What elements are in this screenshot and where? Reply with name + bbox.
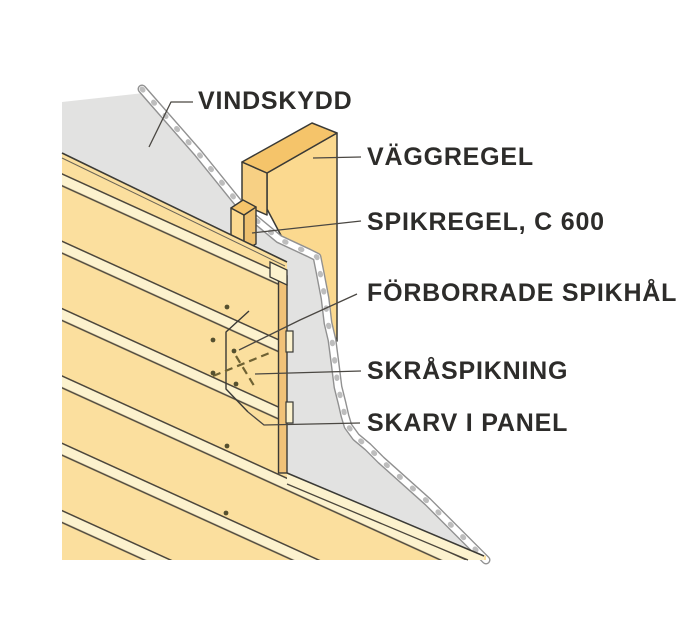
panel-joint-line [225, 310, 250, 413]
nail-hole-dot [233, 381, 239, 387]
nail-holes [210, 304, 239, 516]
panel-end-top-cap [269, 260, 288, 287]
nail-hole-dot [224, 304, 230, 310]
labels: VINDSKYDD VÄGGREGEL SPIKREGEL, C 600 FÖR… [198, 87, 677, 437]
skew-nail-line-2 [235, 355, 257, 390]
label-skarv-i-panel: SKARV I PANEL [367, 409, 568, 437]
panel-end-notch-1 [285, 330, 294, 353]
panel-top-edge [61, 152, 288, 263]
panel-top-edge-inner [61, 157, 286, 267]
leader-vaggregel [312, 156, 362, 159]
skew-nailing-marks [212, 350, 273, 390]
siding-panel [61, 152, 486, 561]
label-skraspikning: SKRÅSPIKNING [367, 356, 568, 385]
nail-hole-dot [224, 443, 230, 449]
skew-nail-line-1 [212, 350, 273, 378]
nail-hole-dot [223, 510, 229, 516]
siding-panel-boards [62, 153, 486, 560]
sheet-edge-band [137, 84, 491, 565]
leader-skarv [247, 411, 361, 426]
leader-spikregel [251, 220, 362, 234]
leader-vindskydd [148, 101, 193, 148]
wall-stud-top-face [241, 122, 338, 174]
panel-end-column [277, 275, 288, 474]
nail-hole-dot [231, 348, 237, 354]
label-vindskydd: VINDSKYDD [198, 87, 352, 115]
label-vaggregel: VÄGGREGEL [367, 143, 534, 171]
panel-end-notch-2 [285, 401, 294, 424]
bottom-board-bevel [287, 473, 484, 560]
nail-hole-dot [210, 337, 216, 343]
label-spikregel: SPIKREGEL, C 600 [367, 208, 605, 236]
bottom-board-top-line [286, 472, 485, 557]
nail-hole-dot [210, 370, 216, 376]
leader-lines [148, 101, 362, 426]
leader-forborrade [238, 293, 358, 351]
bottom-board-bottom-line [286, 483, 469, 561]
label-forborrade-spikhal: FÖRBORRADE SPIKHÅL [367, 278, 677, 307]
leader-skraspikning [254, 370, 362, 375]
furring-strip-top-face [230, 199, 257, 216]
